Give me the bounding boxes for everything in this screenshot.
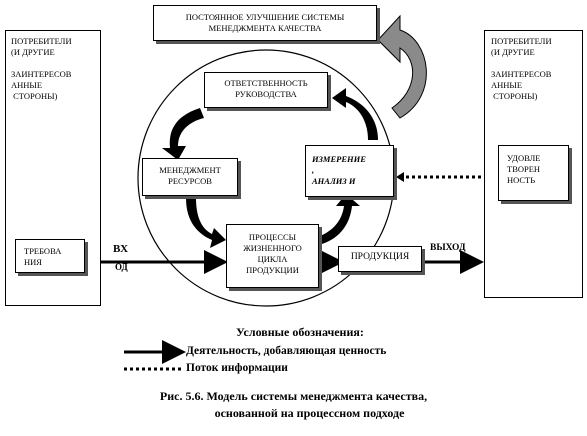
management-responsibility-box: [204, 72, 328, 108]
satisfaction-text: УДОВЛЕ ТВОРЕН НОСТЬ: [507, 153, 541, 185]
legend-title: Условные обозначения:: [236, 325, 364, 339]
continuous-improvement-box: [153, 5, 377, 41]
product-text: ПРОДУКЦИЯ: [350, 252, 410, 262]
input-label-sub: ОД: [115, 262, 128, 272]
figure-caption-line2: основанной на процессном подходе: [214, 406, 405, 420]
continuous-improvement-line1: ПОСТОЯННОЕ УЛУЧШЕНИЕ СИСТЕМЫ: [185, 12, 345, 22]
continuous-improvement-line2: МЕНЕДЖМЕНТА КАЧЕСТВА: [208, 23, 322, 33]
product-box: [338, 246, 422, 272]
satisfaction-box: [498, 145, 569, 201]
output-label: ВЫХОД: [430, 243, 466, 253]
improvement-arrow: [377, 14, 427, 119]
process-circle: [137, 49, 395, 307]
customers-right-text: ПОТРЕБИТЕЛИ (И ДРУГИЕ ЗАИНТЕРЕСОВ АННЫЕ …: [491, 36, 552, 101]
management-responsibility-text: ОТВЕТСТВЕННОСТЬ РУКОВОДСТВА: [224, 78, 308, 99]
product-realization-box: [226, 224, 319, 288]
arrow-measurement-to-responsibility: [332, 88, 378, 140]
legend-info-flow: Поток информации: [186, 362, 288, 374]
arrow-processes-to-measurement: [320, 194, 360, 244]
input-label: ВХ: [113, 243, 129, 255]
arrow-responsibility-to-resources: [162, 108, 204, 160]
customers-left-text: ПОТРЕБИТЕЛИ (И ДРУГИЕ ЗАИНТЕРЕСОВ АННЫЕ …: [11, 36, 72, 101]
measurement-analysis-box: [305, 145, 394, 197]
measurement-analysis-text: ИЗМЕРЕНИЕ , АНАЛИЗ И: [312, 154, 366, 186]
requirements-text: ТРЕБОВА НИЯ: [24, 246, 62, 267]
resource-management-box: [142, 158, 238, 196]
resource-management-text: МЕНЕДЖМЕНТ РЕСУРСОВ: [159, 165, 221, 186]
requirements-box: [15, 239, 85, 273]
info-flow-arrowhead-left: [396, 172, 404, 182]
legend-value-added: Деятельность, добавляющая ценность: [186, 345, 387, 357]
product-realization-text: ПРОЦЕССЫ ЖИЗНЕННОГО ЦИКЛА ПРОДУКЦИИ: [243, 232, 302, 275]
figure-caption-line1: Рис. 5.6. Модель системы менеджмента кач…: [159, 389, 428, 403]
arrow-resources-to-processes: [186, 198, 226, 248]
